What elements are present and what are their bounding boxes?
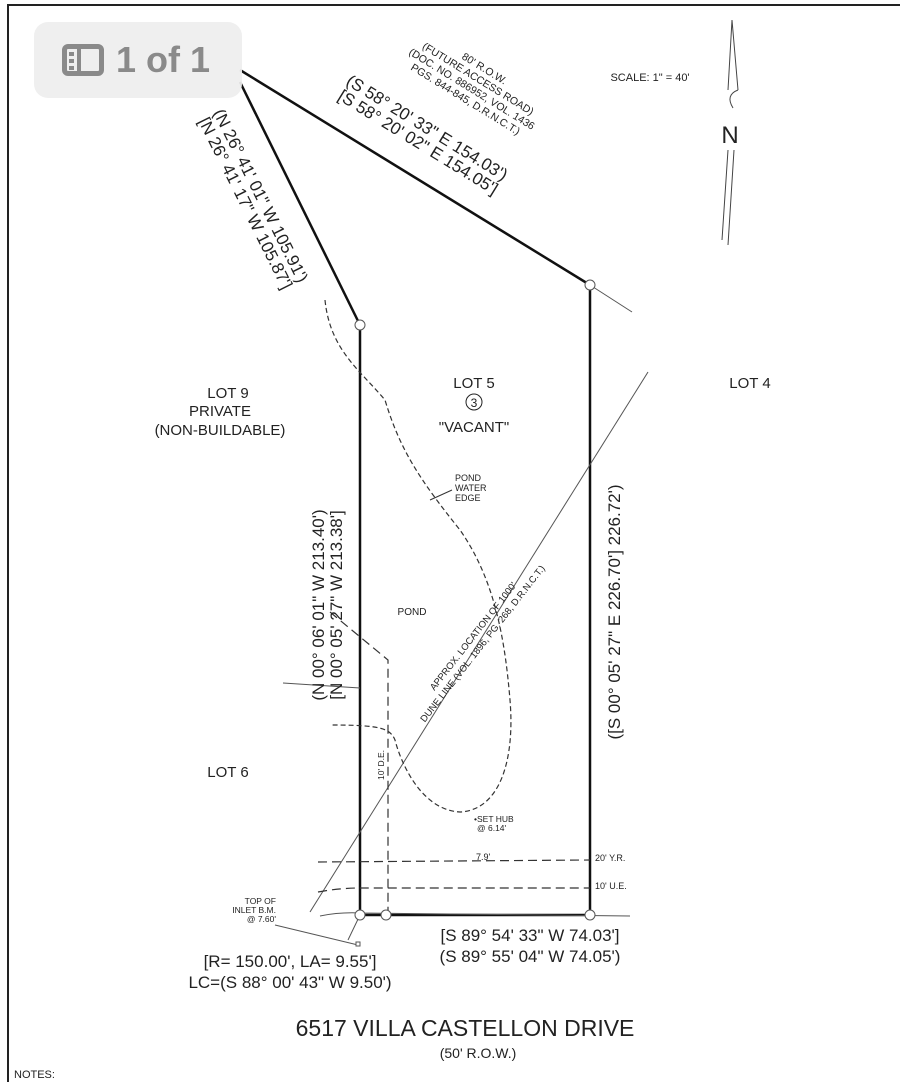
notes-heading: NOTES:: [14, 1069, 55, 1081]
svg-text:LC=(S 88° 00' 43" W 9.50'): LC=(S 88° 00' 43" W 9.50'): [188, 973, 391, 992]
svg-text:@ 6.14': @ 6.14': [477, 823, 507, 833]
pond-label: POND: [398, 607, 427, 618]
street-name: 6517 VILLA CASTELLON DRIVE: [296, 1015, 635, 1041]
page-count: 1 of 1: [116, 39, 211, 80]
svg-text:INLET B.M.: INLET B.M.: [232, 905, 276, 915]
pond-water-edge: [324, 299, 512, 813]
svg-text:•SET HUB: •SET HUB: [474, 814, 514, 824]
yard-setback-label: 20' Y.R.: [595, 853, 625, 863]
svg-text:WATER: WATER: [455, 483, 487, 493]
west-diag-bearing: (N 26° 41' 01" W 105.91') [N 26° 41' 17"…: [195, 106, 312, 292]
curve-data: [R= 150.00', LA= 9.55'] LC=(S 88° 00' 43…: [188, 952, 391, 992]
svg-text:APPROX. LOCATION OF 1000': APPROX. LOCATION OF 1000': [428, 580, 519, 693]
north-arrow-icon: [721, 19, 739, 246]
sidebar-pages-icon: [62, 44, 104, 76]
svg-text:EDGE: EDGE: [455, 493, 481, 503]
drainage-easement-label: 10' D.E.: [376, 750, 386, 780]
set-hub-label: •SET HUB @ 6.14': [474, 814, 514, 833]
scale-label: SCALE: 1" = 40': [610, 72, 689, 84]
east-line-bearing: ([S 00° 05' 27" E 226.70'] 226.72'): [605, 484, 624, 739]
svg-text:DUNE LINE (VOL. 1896, PG. 268,: DUNE LINE (VOL. 1896, PG. 268, D.R.N.C.T…: [418, 563, 547, 724]
svg-text:TOP OF: TOP OF: [245, 896, 276, 906]
north-label: N: [721, 122, 738, 149]
svg-text:"VACANT": "VACANT": [439, 419, 509, 436]
yard-dimension: 7.9': [476, 852, 491, 862]
svg-text:[R= 150.00', LA= 9.55']: [R= 150.00', LA= 9.55']: [204, 952, 377, 971]
svg-text:LOT 9: LOT 9: [207, 385, 248, 402]
svg-text:POND: POND: [455, 473, 482, 483]
svg-text:(S 89° 55' 04" W 74.05'): (S 89° 55' 04" W 74.05'): [440, 947, 621, 966]
lot-6-label: LOT 6: [207, 764, 248, 781]
svg-text:3: 3: [471, 396, 478, 410]
dune-line-label: APPROX. LOCATION OF 1000' DUNE LINE (VOL…: [418, 563, 547, 724]
lot-9-label: LOT 9 PRIVATE (NON-BUILDABLE): [155, 385, 286, 439]
lot-boundary: [238, 68, 592, 917]
inlet-benchmark-label: TOP OF INLET B.M. @ 7.60': [232, 896, 276, 924]
svg-text:[N 00° 05' 27" W 213.38']: [N 00° 05' 27" W 213.38']: [327, 510, 346, 699]
svg-text:(N 00° 06' 01" W 213.40'): (N 00° 06' 01" W 213.40'): [309, 509, 328, 700]
svg-text:PRIVATE: PRIVATE: [189, 403, 251, 420]
svg-text:[N 26° 41' 17" W 105.87']: [N 26° 41' 17" W 105.87']: [195, 114, 297, 292]
street-row: (50' R.O.W.): [440, 1045, 517, 1061]
easement-lines: [317, 611, 591, 915]
pond-edge-label: POND WATER EDGE: [429, 473, 487, 503]
monuments: [354, 279, 596, 947]
utility-easement-label: 10' U.E.: [595, 881, 627, 891]
page-indicator[interactable]: 1 of 1: [34, 22, 242, 98]
svg-text:@ 7.60': @ 7.60': [247, 914, 277, 924]
svg-text:(NON-BUILDABLE): (NON-BUILDABLE): [155, 422, 286, 439]
lot-4-label: LOT 4: [729, 375, 770, 392]
west-line-bearing: (N 00° 06' 01" W 213.40') [N 00° 05' 27"…: [309, 509, 346, 700]
sheet-border: [7, 4, 900, 1082]
svg-text:LOT 5: LOT 5: [453, 375, 494, 392]
svg-text:[S 89° 54' 33" W 74.03']: [S 89° 54' 33" W 74.03']: [440, 926, 619, 945]
south-line-bearing: [S 89° 54' 33" W 74.03'] (S 89° 55' 04" …: [440, 926, 621, 966]
lot-5-label: LOT 5 3 "VACANT": [439, 375, 509, 436]
